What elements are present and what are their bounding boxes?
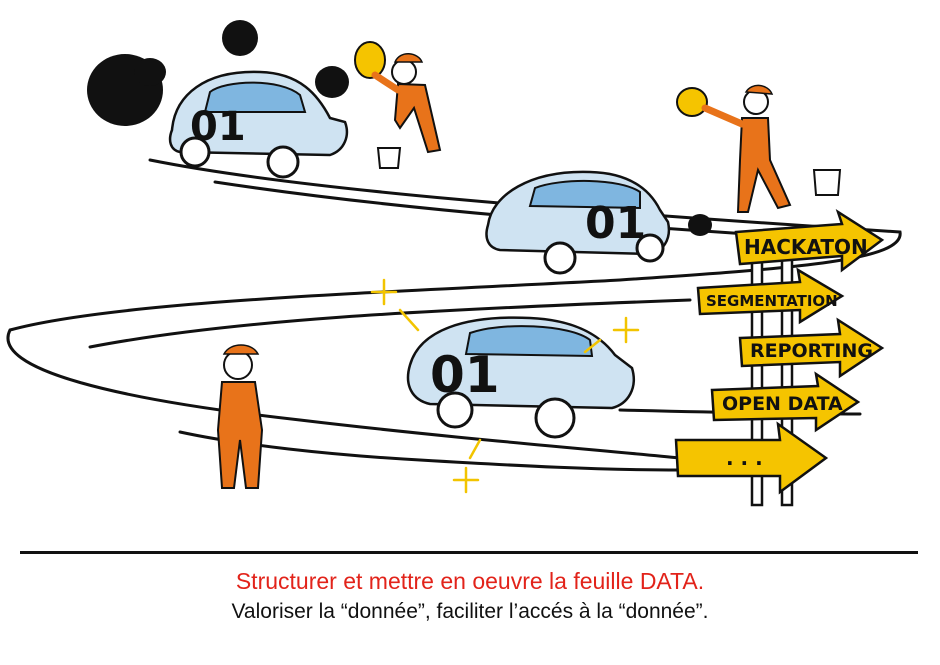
car-dirty-number: 01 — [190, 104, 246, 150]
sign-ellipsis — [674, 421, 829, 495]
car-clean-number: 01 — [430, 346, 500, 404]
illustration: 01 01 01 — [6, 20, 902, 507]
worker-washing-1 — [354, 41, 442, 169]
sign-segmentation — [696, 267, 845, 325]
sign-label-open-data: OPEN DATA — [722, 393, 843, 415]
car-washing-number: 01 — [585, 198, 646, 249]
smoke-clouds — [87, 20, 712, 236]
arrow-signs — [674, 209, 885, 495]
sign-label-hackaton: HACKATON — [744, 235, 868, 259]
car-clean: 01 — [406, 316, 635, 439]
sign-open-data — [710, 371, 861, 433]
car-washing: 01 — [485, 170, 671, 275]
car-dirty: 01 — [168, 70, 349, 179]
worker-washing-2 — [676, 84, 842, 213]
worker-standing — [216, 344, 264, 489]
sign-label-segmentation: SEGMENTATION — [706, 292, 838, 310]
sign-reporting — [738, 317, 885, 379]
caption-title: Structurer et mettre en oeuvre la feuill… — [235, 568, 705, 594]
sign-label-ellipsis: . . . — [726, 446, 763, 470]
divider-line — [20, 551, 918, 554]
sign-label-reporting: REPORTING — [750, 340, 873, 362]
sparkles — [370, 278, 640, 494]
sign-hackaton — [734, 209, 885, 273]
caption-subtitle: Valoriser la “donnée”, faciliter l’accés… — [231, 600, 709, 623]
